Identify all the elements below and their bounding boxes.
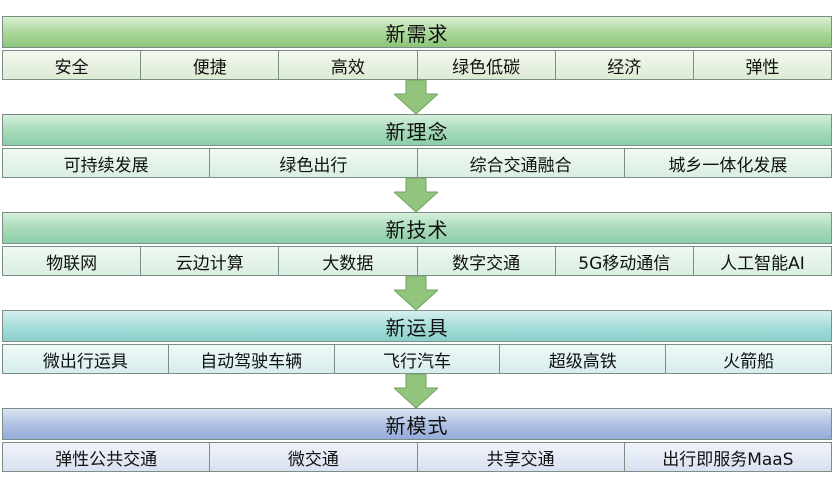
items-row: 安全 便捷 高效 绿色低碳 经济 弹性: [2, 50, 832, 80]
item-cell: 数字交通: [418, 247, 556, 275]
section-title: 新运具: [2, 310, 832, 342]
item-cell: 综合交通融合: [418, 149, 625, 177]
section-new-vehicles: 新运具 微出行运具 自动驾驶车辆 飞行汽车 超级高铁 火箭船: [2, 310, 834, 384]
section-new-demand: 新需求 安全 便捷 高效 绿色低碳 经济 弹性: [2, 16, 834, 90]
item-cell: 可持续发展: [3, 149, 211, 177]
item-cell: 人工智能AI: [720, 253, 805, 274]
down-arrow-icon: [394, 178, 438, 212]
down-arrow-icon: [394, 80, 438, 114]
item-cell: 飞行汽车: [335, 345, 501, 373]
section-new-concept: 新理念 可持续发展 绿色出行 综合交通融合 城乡一体化发展: [2, 114, 834, 188]
item-cell: 弹性公共交通: [3, 443, 211, 471]
item-cell: 微交通: [210, 443, 418, 471]
items-row: 物联网 云边计算 大数据 数字交通 5G移动通信 人工智能AI: [2, 246, 832, 276]
item-cell: 云边计算: [141, 247, 280, 275]
item-cell: 便捷: [141, 51, 280, 79]
items-row: 可持续发展 绿色出行 综合交通融合 城乡一体化发展: [2, 148, 832, 178]
item-cell: 出行即服务MaaS: [662, 449, 794, 470]
section-new-technology: 新技术 物联网 云边计算 大数据 数字交通 5G移动通信 人工智能AI: [2, 212, 834, 286]
item-cell: 安全: [3, 51, 142, 79]
items-row: 微出行运具 自动驾驶车辆 飞行汽车 超级高铁 火箭船: [2, 344, 832, 374]
item-cell: 5G移动通信: [556, 247, 694, 275]
section-title: 新需求: [2, 16, 832, 48]
item-cell: 绿色出行: [210, 149, 418, 177]
item-cell: 弹性: [745, 57, 780, 78]
down-arrow-icon: [394, 276, 438, 310]
section-new-modes: 新模式 弹性公共交通 微交通 共享交通 出行即服务MaaS: [2, 408, 834, 482]
item-cell: 微出行运具: [3, 345, 169, 373]
item-cell: 火箭船: [723, 351, 775, 372]
item-cell: 物联网: [3, 247, 142, 275]
items-row: 弹性公共交通 微交通 共享交通 出行即服务MaaS: [2, 442, 832, 472]
item-cell: 大数据: [279, 247, 418, 275]
section-title: 新模式: [2, 408, 832, 440]
item-cell: 城乡一体化发展: [668, 155, 788, 176]
item-cell: 自动驾驶车辆: [169, 345, 335, 373]
section-title: 新理念: [2, 114, 832, 146]
section-title: 新技术: [2, 212, 832, 244]
down-arrow-icon: [394, 374, 438, 408]
item-cell: 绿色低碳: [418, 51, 556, 79]
item-cell: 经济: [556, 51, 694, 79]
item-cell: 超级高铁: [500, 345, 667, 373]
item-cell: 共享交通: [418, 443, 625, 471]
item-cell: 高效: [279, 51, 418, 79]
